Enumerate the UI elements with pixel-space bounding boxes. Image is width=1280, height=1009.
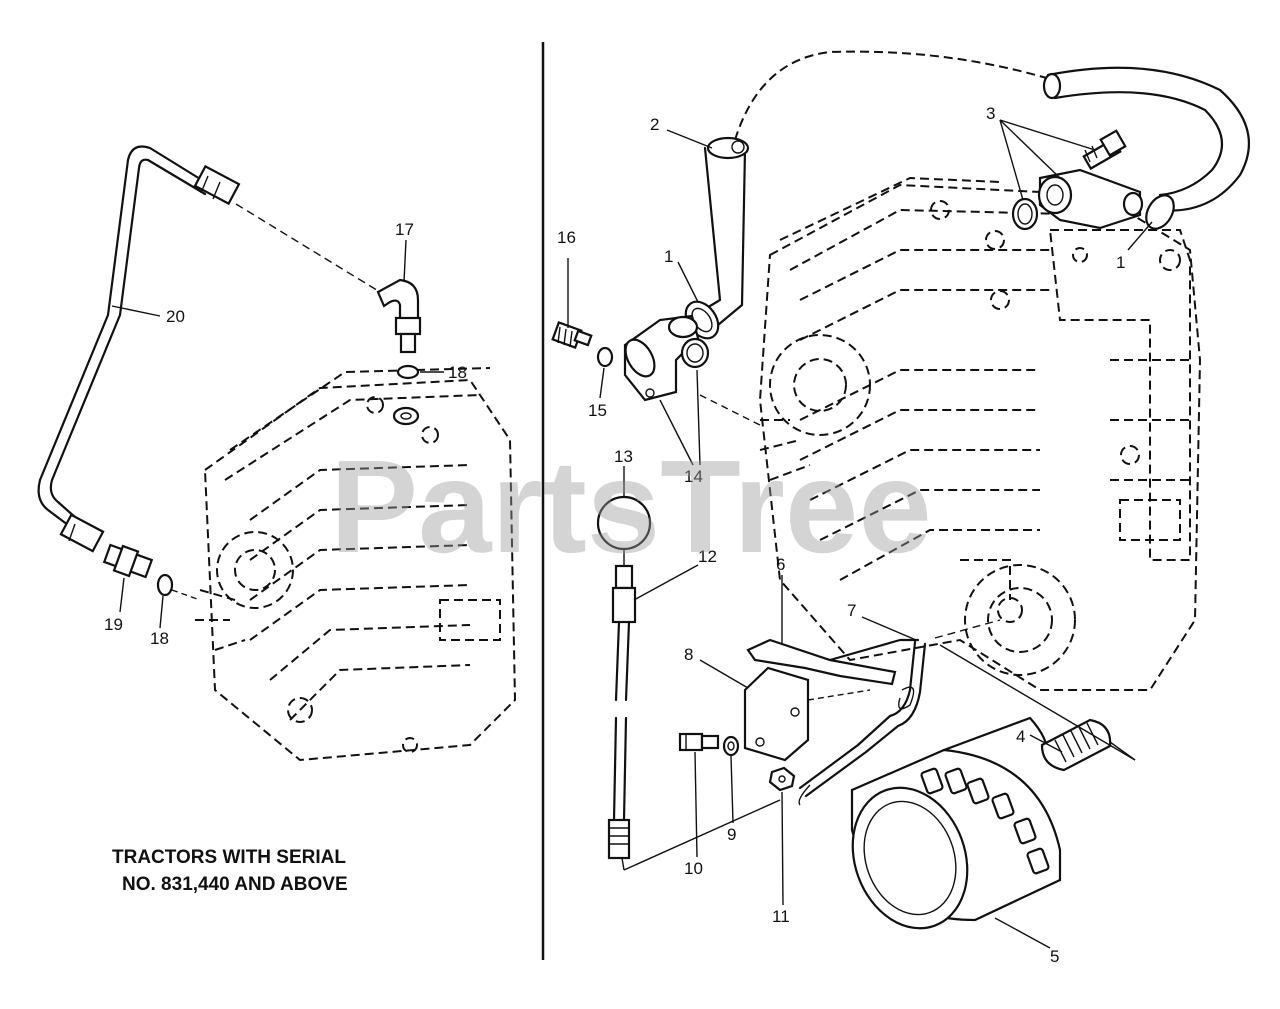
right-screw xyxy=(1082,129,1127,171)
caption-line-2: NO. 831,440 AND ABOVE xyxy=(122,874,348,895)
filter-adapter-nipple xyxy=(1040,718,1112,772)
left-callout-18-top: 18 xyxy=(448,363,467,382)
right-callout-8: 8 xyxy=(684,645,693,664)
left-callout-19: 19 xyxy=(104,615,123,634)
right-callout-1-left: 1 xyxy=(664,247,673,266)
right-callout-7: 7 xyxy=(847,601,856,620)
right-engine-block xyxy=(758,176,1202,691)
left-washers xyxy=(392,364,420,426)
right-callout-11: 11 xyxy=(772,907,790,926)
right-callout-4: 4 xyxy=(1016,727,1025,746)
right-callout-5: 5 xyxy=(1050,947,1059,966)
filter-mount-plate xyxy=(743,666,810,762)
oil-filter xyxy=(850,716,1062,930)
right-callout-6: 6 xyxy=(776,555,785,574)
right-callout-12: 12 xyxy=(698,547,717,566)
right-housing xyxy=(1037,168,1144,230)
left-housing xyxy=(623,314,700,402)
upper-hose xyxy=(734,50,1251,212)
hose-clamp-right xyxy=(1145,194,1175,230)
watermark-logo: PartsTree xyxy=(330,433,932,580)
right-oring xyxy=(1011,197,1039,231)
support-rod xyxy=(798,640,927,798)
mount-washer xyxy=(722,735,740,757)
right-callout-2: 2 xyxy=(650,115,659,134)
right-callout-14: 14 xyxy=(684,467,703,486)
right-callout-15: 15 xyxy=(588,401,607,420)
bracket xyxy=(746,638,920,686)
left-callout-20: 20 xyxy=(166,307,185,326)
right-callout-10: 10 xyxy=(684,859,703,878)
right-callout-9: 9 xyxy=(727,825,736,844)
mount-nut xyxy=(768,766,796,792)
right-callout-3: 3 xyxy=(986,104,995,123)
oil-line-tube xyxy=(37,145,241,553)
left-callout-18-bottom: 18 xyxy=(150,629,169,648)
left-engine-block xyxy=(195,367,517,762)
left-screw xyxy=(551,321,593,349)
left-nipple-fitting xyxy=(102,543,174,597)
left-callout-17: 17 xyxy=(395,220,414,239)
left-gasket xyxy=(680,337,710,369)
right-callout-1-right: 1 xyxy=(1116,253,1125,272)
right-callout-13: 13 xyxy=(614,447,633,466)
left-elbow-fitting xyxy=(376,278,422,354)
right-callout-16: 16 xyxy=(557,228,576,247)
mount-bolt xyxy=(678,732,720,752)
tube-to-fitting-dashline xyxy=(235,203,381,293)
dipstick-tube xyxy=(607,564,637,860)
left-lock-washer xyxy=(596,346,614,368)
caption-line-1: TRACTORS WITH SERIAL xyxy=(112,847,346,868)
